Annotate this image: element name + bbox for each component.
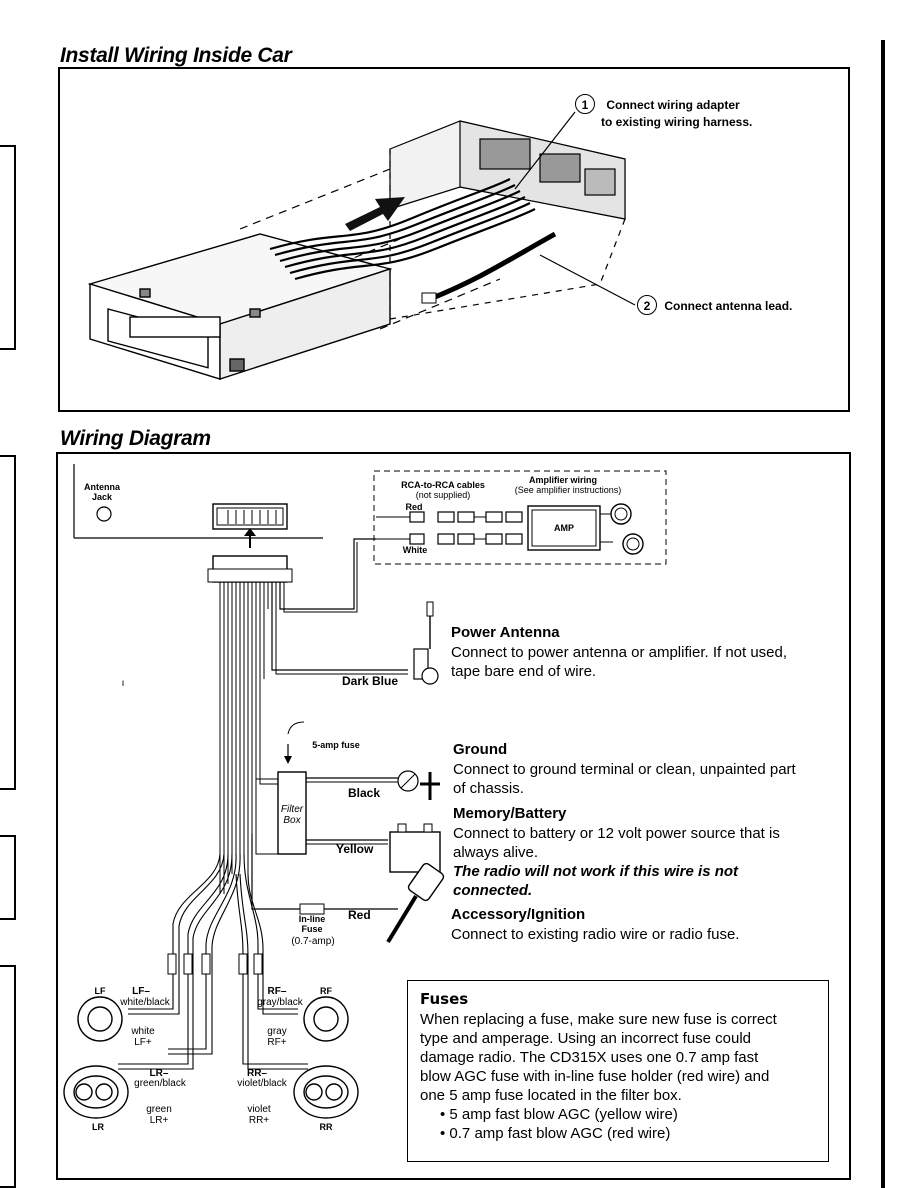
install-illustration-panel: 1 Connect wiring adapter to existing wir… xyxy=(58,67,850,412)
right-margin-rule xyxy=(881,40,885,1188)
fuses-title: Fuses xyxy=(420,990,469,1008)
fuses-text-4: blow AGC fuse with in-line fuse holder (… xyxy=(420,1068,770,1085)
inline-fuse-amp-label: (0.7-amp) xyxy=(291,936,335,947)
accessory-ignition-title: Accessory/Ignition xyxy=(451,906,586,923)
fuses-text-3: damage radio. The CD315X uses one 0.7 am… xyxy=(420,1049,759,1066)
lf-minus-color: white/black xyxy=(120,997,170,1008)
lr-label: LR xyxy=(92,1122,104,1132)
rca-white-label: White xyxy=(402,545,428,555)
fuse-bullet-2: 0.7 amp fast blow AGC (red wire) xyxy=(440,1124,816,1143)
power-antenna-text-b: tape bare end of wire. xyxy=(451,663,597,680)
wiring-title: Wiring Diagram xyxy=(60,427,211,450)
rf-minus-label: RF– xyxy=(267,986,287,997)
fuses-text-1: When replacing a fuse, make sure new fus… xyxy=(420,1011,777,1028)
wiring-diagram-panel: Antenna Jack RCA-to-RCA cables (not supp… xyxy=(56,452,851,1180)
side-tab-3 xyxy=(0,835,16,920)
stray-mark: ı xyxy=(121,678,125,689)
amp-wiring-note: (See amplifier instructions) xyxy=(514,485,622,495)
rr-label: RR xyxy=(319,1122,333,1132)
inline-fuse-label: In-line Fuse xyxy=(298,914,326,934)
rf-plus-label: RF+ xyxy=(267,1037,287,1048)
fuse-bullet-1: 5 amp fast blow AGC (yellow wire) xyxy=(440,1105,816,1124)
ground-title: Ground xyxy=(453,741,508,758)
rca-cables-label: RCA-to-RCA cables xyxy=(401,480,485,490)
step1-number: 1 xyxy=(575,94,595,114)
ground-text-b: of chassis. xyxy=(453,780,524,797)
wiring-diagram-graphics xyxy=(63,464,667,1119)
lr-plus-color: green xyxy=(146,1104,172,1115)
amp-label: AMP xyxy=(554,523,574,533)
memory-battery-text-a: Connect to battery or 12 volt power sour… xyxy=(453,825,780,842)
fuses-text-5: one 5 amp fuse located in the filter box… xyxy=(420,1087,682,1104)
fuses-text-2: type and amperage. Using an incorrect fu… xyxy=(420,1030,752,1047)
memory-warning-b: connected. xyxy=(453,882,533,899)
rca-red-label: Red xyxy=(405,502,423,512)
yellow-label: Yellow xyxy=(336,842,374,856)
rr-minus-color: violet/black xyxy=(237,1078,287,1089)
side-tab-2 xyxy=(0,455,16,790)
install-title: Install Wiring Inside Car xyxy=(60,44,292,67)
memory-battery-title: Memory/Battery xyxy=(453,805,567,822)
radio-install-illustration xyxy=(87,111,636,380)
step2-text: Connect antenna lead. xyxy=(664,299,793,313)
side-tab-1 xyxy=(0,145,16,350)
side-tab-4 xyxy=(0,965,16,1188)
ground-text-a: Connect to ground terminal or clean, unp… xyxy=(453,761,796,778)
lr-minus-label: LR– xyxy=(149,1068,169,1079)
rr-minus-label: RR– xyxy=(246,1068,267,1079)
five-amp-fuse-label: 5-amp fuse xyxy=(312,740,360,750)
lf-minus-label: LF– xyxy=(132,986,150,997)
accessory-ignition-text: Connect to existing radio wire or radio … xyxy=(451,926,740,943)
filter-box-label: Filter Box xyxy=(280,804,304,826)
power-antenna-text-a: Connect to power antenna or amplifier. I… xyxy=(451,644,788,661)
lr-minus-color: green/black xyxy=(134,1078,186,1089)
step1-callout: 1 Connect wiring adapter to existing wir… xyxy=(575,94,752,130)
lf-plus-label: LF+ xyxy=(134,1037,152,1048)
red-wire-label: Red xyxy=(348,908,371,922)
rr-plus-label: RR+ xyxy=(248,1115,270,1126)
antenna-jack-label: Antenna Jack xyxy=(84,482,120,502)
step2-callout: 2 Connect antenna lead. xyxy=(637,295,792,315)
black-label: Black xyxy=(348,786,381,800)
memory-warning-a: The radio will not work if this wire is … xyxy=(453,863,739,880)
fuses-info-box: Fuses When replacing a fuse, make sure n… xyxy=(407,980,829,1162)
power-antenna-title: Power Antenna xyxy=(451,624,560,641)
rf-label: RF xyxy=(320,986,332,996)
lf-label: LF xyxy=(94,986,106,996)
lf-plus-color: white xyxy=(131,1026,155,1037)
step1-text-a: Connect wiring adapter xyxy=(606,98,740,112)
amp-wiring-label: Amplifier wiring xyxy=(528,475,597,485)
rf-minus-color: gray/black xyxy=(257,997,303,1008)
dark-blue-label: Dark Blue xyxy=(342,674,399,688)
not-supplied-label: (not supplied) xyxy=(415,490,471,500)
step2-number: 2 xyxy=(637,295,657,315)
lr-plus-label: LR+ xyxy=(149,1115,169,1126)
rr-plus-color: violet xyxy=(247,1104,271,1115)
step1-text-b: to existing wiring harness. xyxy=(601,115,753,129)
rf-plus-color: gray xyxy=(267,1026,287,1037)
fuses-list: 5 amp fast blow AGC (yellow wire) 0.7 am… xyxy=(420,1105,816,1143)
memory-battery-text-b: always alive. xyxy=(453,844,539,861)
